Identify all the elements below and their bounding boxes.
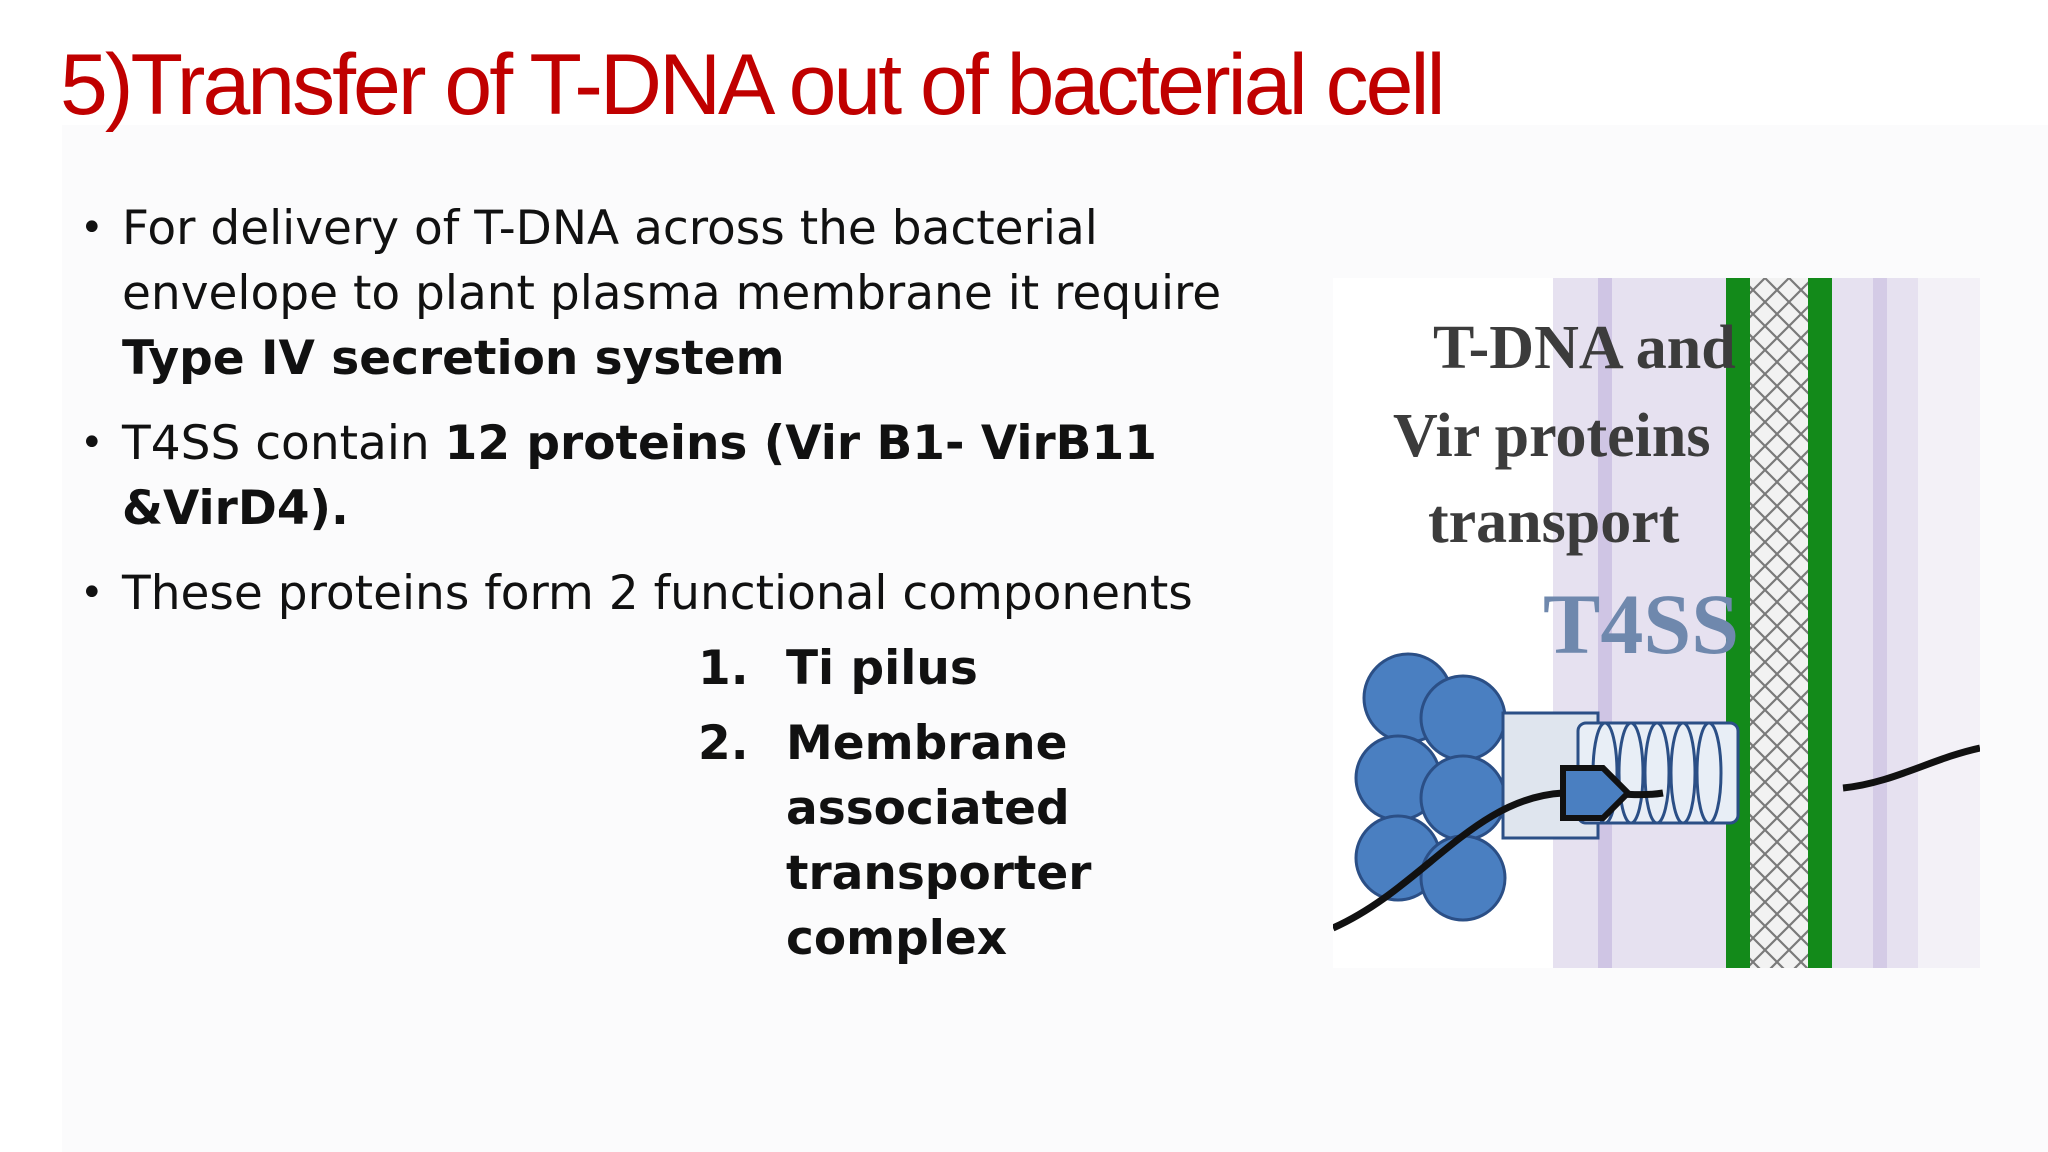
bullet-text: These proteins form 2 functional compone…	[122, 566, 1193, 621]
bullet-bold-text: 12 proteins (Vir B1- VirB11 &VirD4).	[122, 416, 1157, 536]
inner-stripe	[1873, 278, 1887, 968]
component-label: Membrane associated transporter complex	[786, 716, 1092, 966]
component-item: 2. Membrane associated transporter compl…	[698, 711, 1206, 971]
membrane-green-left	[1726, 278, 1750, 968]
bullet-item: • These proteins form 2 functional compo…	[80, 561, 1310, 626]
cell-wall-hatch	[1750, 278, 1808, 968]
bullet-item: • For delivery of T-DNA across the bacte…	[80, 196, 1310, 391]
t4ss-diagram-svg: T-DNA and Vir proteins transport T4SS	[1333, 278, 1980, 968]
bullet-dot: •	[80, 205, 104, 251]
bullet-list: • For delivery of T-DNA across the bacte…	[80, 196, 1310, 646]
component-label: Ti pilus	[786, 641, 978, 696]
figure-label-t4ss: T4SS	[1543, 576, 1739, 672]
t4ss-diagram: T-DNA and Vir proteins transport T4SS	[1333, 278, 1980, 968]
bullet-text: T4SS contain	[122, 416, 445, 471]
bullet-item: • T4SS contain 12 proteins (Vir B1- VirB…	[80, 411, 1310, 541]
component-item: 1. Ti pilus	[698, 636, 1206, 701]
bullet-bold-text: Type IV secretion system	[122, 331, 785, 386]
figure-label-line2: Vir proteins	[1393, 402, 1710, 470]
protein-cluster	[1354, 652, 1507, 922]
component-number: 2.	[698, 716, 749, 771]
component-list: 1. Ti pilus 2. Membrane associated trans…	[698, 636, 1206, 981]
bullet-dot: •	[80, 570, 104, 616]
outer-region	[1918, 278, 1980, 968]
membrane-green-right	[1808, 278, 1832, 968]
figure-label-line3: transport	[1428, 488, 1680, 556]
bullet-dot: •	[80, 420, 104, 466]
slide-title: 5)Transfer of T-DNA out of bacterial cel…	[60, 37, 1446, 133]
bullet-text: For delivery of T-DNA across the bacteri…	[122, 201, 1222, 321]
figure-label-line1: T-DNA and	[1433, 314, 1736, 382]
t-dna-strand-out	[1842, 744, 1980, 792]
vir-protein-arrow	[1560, 765, 1633, 821]
component-number: 1.	[698, 641, 749, 696]
